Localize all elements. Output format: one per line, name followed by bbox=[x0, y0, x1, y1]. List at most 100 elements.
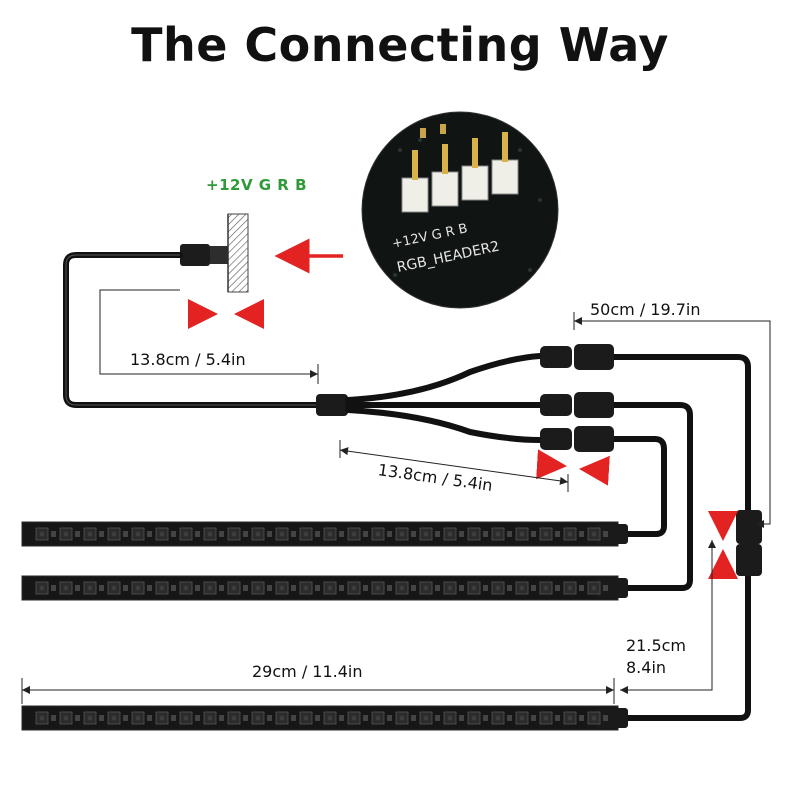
led-chip-lens bbox=[111, 715, 117, 721]
led-chip-lens bbox=[255, 585, 261, 591]
led-resistor bbox=[339, 531, 344, 537]
led-resistor bbox=[435, 531, 440, 537]
led-resistor bbox=[555, 531, 560, 537]
led-resistor bbox=[603, 531, 608, 537]
led-chip-lens bbox=[375, 585, 381, 591]
led-resistor bbox=[195, 531, 200, 537]
led-chip-lens bbox=[279, 715, 285, 721]
led-chip-lens bbox=[87, 715, 93, 721]
led-resistor bbox=[459, 585, 464, 591]
led-resistor bbox=[411, 585, 416, 591]
led-strip-1 bbox=[21, 521, 628, 547]
led-resistor bbox=[219, 585, 224, 591]
led-resistor bbox=[147, 531, 152, 537]
led-chip-lens bbox=[231, 531, 237, 537]
branch-cables bbox=[345, 353, 543, 443]
main-cable bbox=[63, 252, 321, 408]
led-chip-lens bbox=[159, 585, 165, 591]
led-chip-lens bbox=[567, 715, 573, 721]
dimension-strip-link-line2: 8.4in bbox=[626, 658, 667, 677]
led-chip-lens bbox=[351, 585, 357, 591]
led-resistor bbox=[123, 715, 128, 721]
led-chip-lens bbox=[591, 715, 597, 721]
led-chip-lens bbox=[183, 585, 189, 591]
led-chip-lens bbox=[327, 585, 333, 591]
header-plug bbox=[180, 213, 249, 293]
led-resistor bbox=[555, 585, 560, 591]
led-chip-lens bbox=[231, 715, 237, 721]
led-chip-lens bbox=[111, 585, 117, 591]
led-resistor bbox=[315, 715, 320, 721]
led-strip-3 bbox=[21, 705, 628, 731]
led-chip-lens bbox=[39, 715, 45, 721]
led-chip-lens bbox=[303, 531, 309, 537]
led-chip-lens bbox=[543, 715, 549, 721]
led-resistor bbox=[291, 585, 296, 591]
led-chip-lens bbox=[255, 715, 261, 721]
page-title: The Connecting Way bbox=[131, 18, 669, 72]
led-chip-lens bbox=[375, 715, 381, 721]
led-chip-lens bbox=[447, 585, 453, 591]
rgb-header-photo: +12V G R B RGB_HEADER2 bbox=[361, 111, 559, 309]
led-resistor bbox=[99, 531, 104, 537]
led-chip-lens bbox=[423, 531, 429, 537]
led-resistor bbox=[579, 531, 584, 537]
led-chip-lens bbox=[351, 531, 357, 537]
output-cables bbox=[614, 354, 751, 721]
led-resistor bbox=[195, 585, 200, 591]
led-resistor bbox=[195, 715, 200, 721]
led-resistor bbox=[291, 715, 296, 721]
led-resistor bbox=[435, 715, 440, 721]
led-resistor bbox=[579, 715, 584, 721]
led-chip-lens bbox=[159, 531, 165, 537]
led-chip-lens bbox=[231, 585, 237, 591]
led-chip-lens bbox=[375, 531, 381, 537]
led-resistor bbox=[75, 715, 80, 721]
led-chip-lens bbox=[255, 531, 261, 537]
led-chip-lens bbox=[495, 531, 501, 537]
led-chip-lens bbox=[399, 585, 405, 591]
led-chip-lens bbox=[327, 715, 333, 721]
led-strip-2 bbox=[21, 575, 628, 601]
led-chip-lens bbox=[279, 531, 285, 537]
led-resistor bbox=[75, 585, 80, 591]
led-chip-lens bbox=[87, 585, 93, 591]
led-resistor bbox=[267, 531, 272, 537]
led-chip-lens bbox=[519, 715, 525, 721]
led-chip-lens bbox=[495, 585, 501, 591]
led-chip-lens bbox=[423, 585, 429, 591]
led-chip-lens bbox=[471, 585, 477, 591]
led-resistor bbox=[339, 585, 344, 591]
led-chip-lens bbox=[183, 531, 189, 537]
led-resistor bbox=[507, 585, 512, 591]
led-chip-lens bbox=[63, 531, 69, 537]
led-resistor bbox=[171, 585, 176, 591]
led-resistor bbox=[219, 715, 224, 721]
led-resistor bbox=[315, 531, 320, 537]
led-resistor bbox=[435, 585, 440, 591]
pin-label: +12V G R B bbox=[206, 176, 308, 194]
led-chip-lens bbox=[159, 715, 165, 721]
led-chip-lens bbox=[543, 585, 549, 591]
led-chip-lens bbox=[447, 715, 453, 721]
led-chip-lens bbox=[351, 715, 357, 721]
led-chip-lens bbox=[471, 715, 477, 721]
led-chip-lens bbox=[591, 585, 597, 591]
led-resistor bbox=[387, 715, 392, 721]
led-resistor bbox=[243, 715, 248, 721]
extension-junction bbox=[736, 510, 762, 576]
led-resistor bbox=[171, 715, 176, 721]
led-resistor bbox=[459, 715, 464, 721]
led-resistor bbox=[531, 585, 536, 591]
led-resistor bbox=[75, 531, 80, 537]
led-resistor bbox=[51, 531, 56, 537]
led-chip-lens bbox=[39, 585, 45, 591]
led-chip-lens bbox=[591, 531, 597, 537]
led-resistor bbox=[531, 715, 536, 721]
led-resistor bbox=[219, 531, 224, 537]
led-resistor bbox=[243, 585, 248, 591]
led-resistor bbox=[411, 531, 416, 537]
dimension-lines bbox=[21, 289, 771, 704]
